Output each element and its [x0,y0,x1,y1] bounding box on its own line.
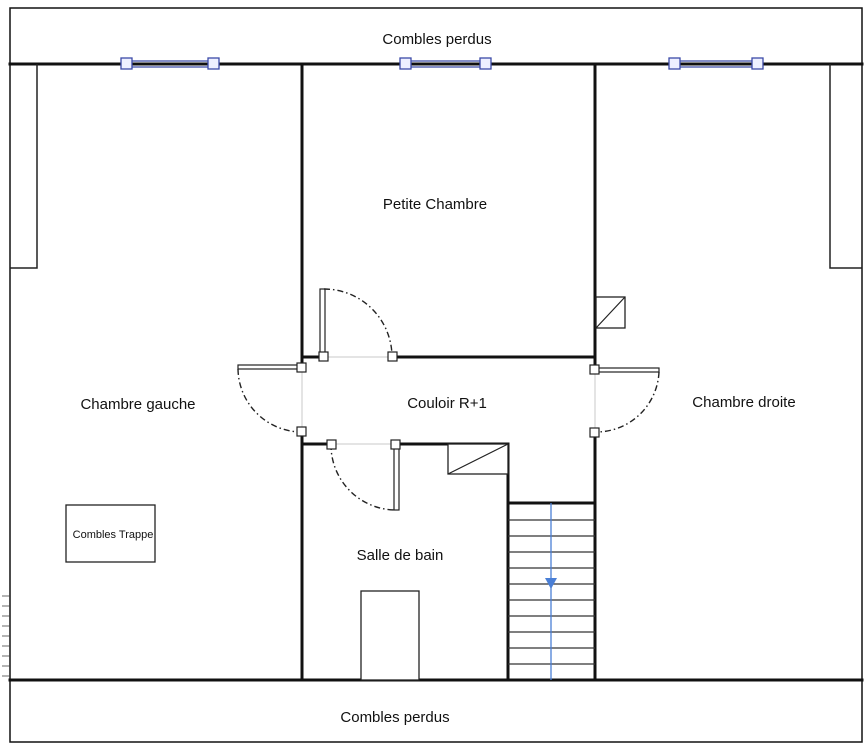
attic-hatch-box [65,504,156,563]
window-center [399,57,492,70]
right-bedroom-door [594,367,660,433]
staircase [508,503,595,680]
outer-wall [9,7,863,743]
door-hinges [296,351,600,450]
left-knee-wall [10,64,38,269]
attic-bottom-label: Combles perdus [340,709,449,726]
left-edge-hatch [2,595,10,677]
bathroom-fixture [360,590,420,681]
small-bedroom-label: Petite Chambre [383,196,487,213]
right-bedroom-label: Chambre droite [692,394,795,411]
duct-small-bedroom [595,296,626,329]
right-knee-wall [829,64,862,269]
bathroom-door [330,443,400,511]
window-left [120,57,220,70]
attic-hatch-label: Combles Trappe [73,529,154,541]
left-bedroom-label: Chambre gauche [80,396,195,413]
attic-top-label: Combles perdus [382,31,491,48]
left-bedroom-door [237,364,303,433]
small-bedroom-door [319,288,393,358]
duct-corridor [447,443,509,475]
window-right [668,57,764,70]
bathroom-label: Salle de bain [357,547,444,564]
corridor-label: Couloir R+1 [407,395,487,412]
stair-direction-arrow-icon [545,578,557,589]
